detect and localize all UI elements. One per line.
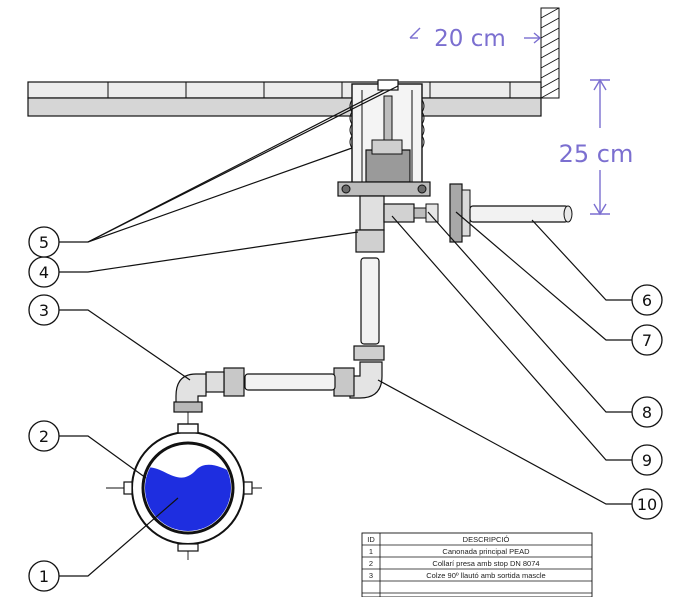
table-cell-description: Collarí presa amb stop DN 8074 bbox=[432, 559, 539, 568]
callout-9-label: 9 bbox=[642, 451, 652, 470]
table-row: 2 Collarí presa amb stop DN 8074 bbox=[369, 559, 540, 568]
callout-1: 1 bbox=[28, 560, 60, 592]
table-header-description: DESCRIPCIÓ bbox=[463, 535, 510, 544]
callout-10-label: 10 bbox=[637, 495, 657, 514]
callout-6-label: 6 bbox=[642, 291, 652, 310]
callout-2: 2 bbox=[28, 420, 60, 452]
table-row: 3 Colze 90º llautó amb sortida mascle bbox=[369, 571, 546, 580]
table-cell-description: Colze 90º llautó amb sortida mascle bbox=[426, 571, 545, 580]
table-cell-id: 3 bbox=[369, 571, 373, 580]
dimension-vertical-label: 25 cm bbox=[559, 140, 634, 168]
callout-5: 5 bbox=[28, 226, 60, 258]
dimension-horizontal: 20 cm bbox=[409, 26, 542, 52]
callout-3-label: 3 bbox=[39, 301, 49, 320]
callout-8: 8 bbox=[631, 396, 663, 428]
leader-lines bbox=[59, 85, 632, 577]
table-row: 1 Canonada principal PEAD bbox=[369, 547, 530, 556]
table-cell-id: 1 bbox=[369, 547, 373, 556]
callout-2-label: 2 bbox=[39, 427, 49, 446]
callout-4-label: 4 bbox=[39, 263, 49, 282]
horizontal-pipe bbox=[173, 361, 383, 413]
callout-8-label: 8 bbox=[642, 403, 652, 422]
pavement-slab bbox=[27, 81, 542, 117]
main-pipe bbox=[106, 412, 262, 560]
callouts: 1 2 3 4 5 6 7 8 bbox=[28, 226, 663, 592]
callout-7: 7 bbox=[631, 324, 663, 356]
callout-5-label: 5 bbox=[39, 233, 49, 252]
table-cell-description: Canonada principal PEAD bbox=[442, 547, 530, 556]
callout-3: 3 bbox=[28, 294, 60, 326]
dimension-vertical: 25 cm bbox=[559, 78, 634, 216]
wall bbox=[540, 7, 560, 99]
callout-4: 4 bbox=[28, 256, 60, 288]
callout-10: 10 bbox=[631, 488, 663, 520]
callout-1-label: 1 bbox=[39, 567, 49, 586]
callout-9: 9 bbox=[631, 444, 663, 476]
table-header-id: ID bbox=[367, 535, 375, 544]
riser-pipe bbox=[353, 229, 385, 361]
table-header-row: ID DESCRIPCIÓ bbox=[367, 535, 509, 544]
table-cell-id: 2 bbox=[369, 559, 373, 568]
valve-box bbox=[337, 79, 431, 231]
parts-table: ID DESCRIPCIÓ 1 Canonada principal PEAD … bbox=[361, 532, 593, 598]
dimension-horizontal-label: 20 cm bbox=[434, 26, 506, 52]
callout-6: 6 bbox=[631, 284, 663, 316]
callout-7-label: 7 bbox=[642, 331, 652, 350]
outlet-pipe bbox=[413, 183, 573, 243]
